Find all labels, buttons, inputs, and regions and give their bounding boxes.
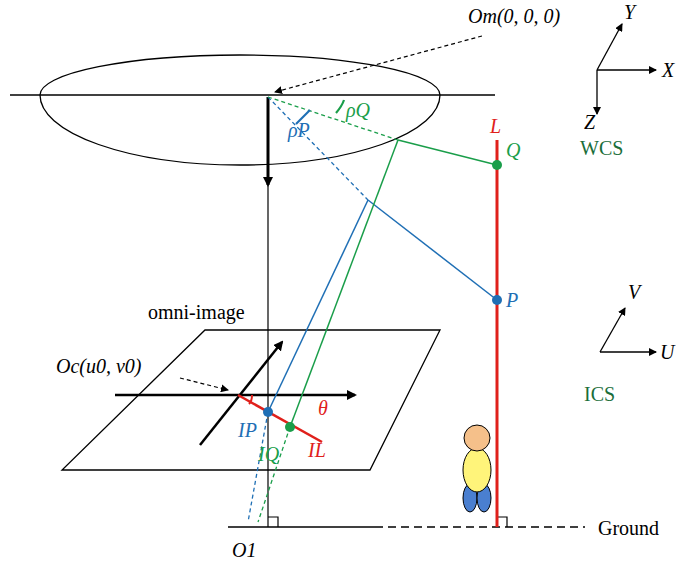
axis-label: Z — [584, 112, 595, 132]
plane-label: omni-image — [148, 302, 245, 322]
axis-label: X — [662, 60, 674, 80]
point-label: P — [506, 290, 518, 310]
angle-label: ρQ — [346, 100, 370, 120]
axis-label: Y — [624, 2, 635, 22]
angle-label: θ — [318, 398, 328, 418]
axis-label: U — [660, 342, 674, 362]
point-label: IQ — [258, 444, 279, 464]
system-label: WCS — [580, 138, 623, 158]
axis-label: V — [628, 282, 640, 302]
point-label: Q — [506, 140, 520, 160]
origin-label: O1 — [232, 540, 256, 560]
ground-label: Ground — [598, 518, 659, 538]
point-label: IP — [238, 420, 257, 440]
angle-label: ρP — [288, 120, 310, 140]
line-label: IL — [308, 440, 326, 460]
system-label: ICS — [584, 384, 615, 404]
origin-label: Oc(u0, v0) — [56, 356, 142, 376]
line-label: L — [490, 116, 501, 136]
origin-label: Om(0, 0, 0) — [468, 6, 560, 26]
